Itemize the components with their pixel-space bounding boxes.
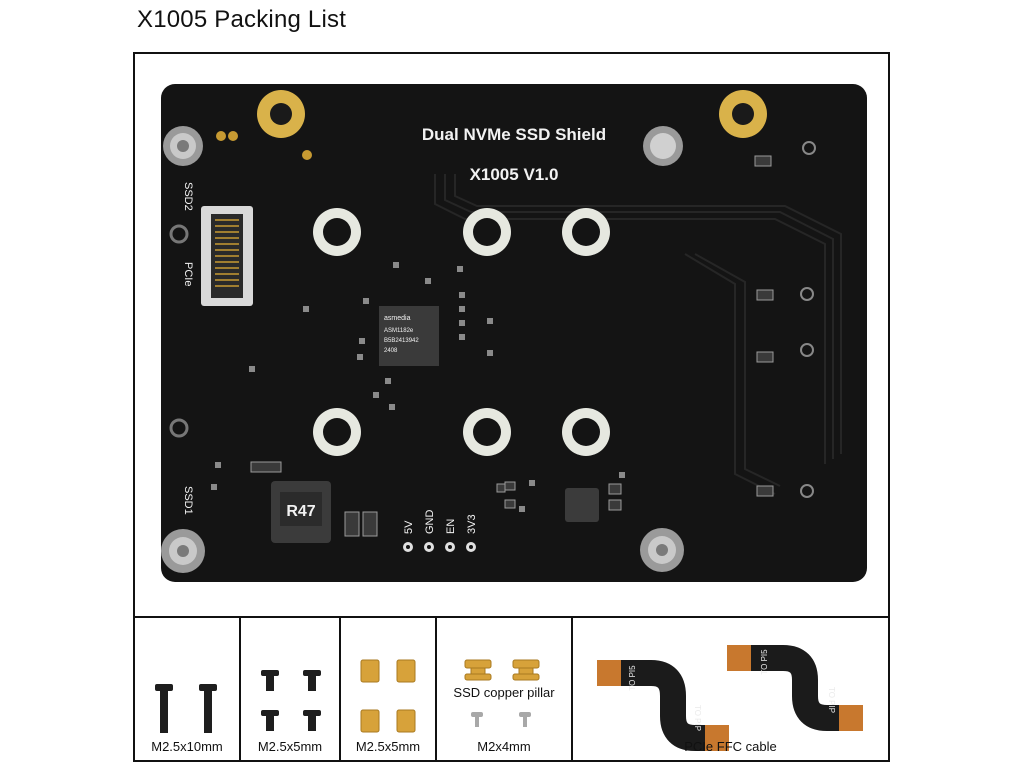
part-m2-5x10-screws: M2.5x10mm: [135, 618, 241, 760]
part-extra-label: SSD copper pillar: [453, 685, 555, 700]
svg-text:TO PIP: TO PIP: [693, 705, 702, 731]
label-3v3: 3V3: [466, 514, 478, 534]
part-m2-5x5-brass-standoffs: M2.5x5mm: [341, 618, 437, 760]
part-pcie-ffc-cable: TO PI5 TO PIP TO PI5 TO PIP PCIe FFC cab…: [573, 618, 888, 760]
packing-list-frame: asmedia ASM1182e B5B2413942 2408 R47: [133, 52, 890, 762]
svg-text:2408: 2408: [384, 348, 398, 354]
svg-text:TO PI5: TO PI5: [628, 665, 637, 691]
board-photo: asmedia ASM1182e B5B2413942 2408 R47: [161, 84, 867, 582]
svg-text:TO PI5: TO PI5: [760, 649, 769, 675]
standoff-bottom-right: [640, 528, 684, 572]
svg-text:B5B2413942: B5B2413942: [384, 338, 419, 344]
standoff-top-left: [163, 126, 203, 166]
part-m2x4-screws-and-pillars: SSD copper pillar M2x4mm: [437, 618, 573, 760]
label-5v: 5V: [403, 520, 415, 534]
part-label: M2.5x5mm: [355, 739, 421, 754]
label-gnd: GND: [424, 510, 436, 535]
label-pcie: PCIe: [182, 262, 194, 286]
svg-text:ASM1182e: ASM1182e: [384, 328, 414, 334]
part-label: M2x4mm: [477, 739, 531, 754]
board-title-line1: Dual NVMe SSD Shield: [422, 125, 606, 144]
ffc-cable-1: TO PI5 TO PIP: [597, 660, 729, 751]
accessory-row: M2.5x10mm M2.5x5mm: [135, 618, 888, 760]
svg-text:R47: R47: [286, 503, 315, 520]
label-ssd1: SSD1: [182, 486, 194, 515]
part-m2-5x5-screws: M2.5x5mm: [241, 618, 341, 760]
part-label: M2.5x10mm: [151, 739, 223, 754]
page-title: X1005 Packing List: [137, 6, 347, 33]
svg-text:asmedia: asmedia: [384, 315, 411, 322]
pcb-traces: [434, 174, 842, 495]
board-photo-area: asmedia ASM1182e B5B2413942 2408 R47: [135, 54, 888, 618]
ffc-cable-2: TO PI5 TO PIP: [727, 645, 863, 731]
standoff-top-right: [643, 126, 683, 166]
label-en: EN: [445, 519, 457, 534]
part-label: PCIe FFC cable: [684, 739, 777, 754]
pcie-switch-chip: [379, 306, 439, 366]
label-ssd2: SSD2: [182, 182, 194, 211]
svg-text:TO PIP: TO PIP: [827, 687, 836, 713]
board-title-line2: X1005 V1.0: [470, 165, 559, 184]
part-label: M2.5x5mm: [257, 739, 323, 754]
standoff-bottom-left: [161, 529, 205, 573]
